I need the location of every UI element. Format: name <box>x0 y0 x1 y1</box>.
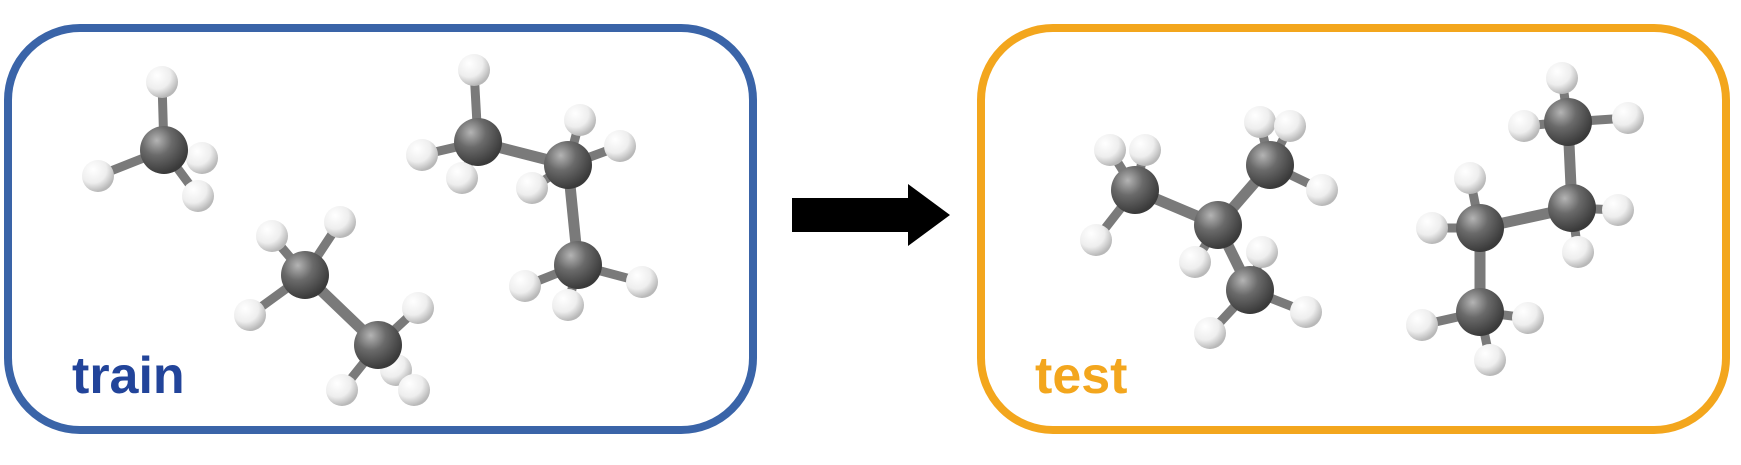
hydrogen-atom <box>1290 296 1322 328</box>
hydrogen-atom <box>1562 236 1594 268</box>
hydrogen-atom <box>402 292 434 324</box>
hydrogen-atom <box>1416 212 1448 244</box>
hydrogen-atom <box>146 66 178 98</box>
carbon-atom <box>1226 266 1274 314</box>
hydrogen-atom <box>626 266 658 298</box>
carbon-atom <box>354 321 402 369</box>
hydrogen-atom <box>516 172 548 204</box>
hydrogen-atom <box>1179 246 1211 278</box>
carbon-atom <box>1111 166 1159 214</box>
hydrogen-atom <box>324 206 356 238</box>
hydrogen-atom <box>1454 162 1486 194</box>
hydrogen-atom <box>509 270 541 302</box>
hydrogen-atom <box>234 299 266 331</box>
hydrogen-atom <box>604 130 636 162</box>
ethane-molecule <box>234 206 434 406</box>
carbon-atom <box>1456 204 1504 252</box>
hydrogen-atom <box>1194 317 1226 349</box>
train-label: train <box>72 347 185 405</box>
butane-molecule <box>1406 62 1644 376</box>
hydrogen-atom <box>446 162 478 194</box>
carbon-atom <box>554 241 602 289</box>
hydrogen-atom <box>1612 102 1644 134</box>
hydrogen-atom <box>1546 62 1578 94</box>
carbon-atom <box>1548 184 1596 232</box>
carbon-atom <box>1246 141 1294 189</box>
hydrogen-atom <box>1406 309 1438 341</box>
hydrogen-atom <box>1094 134 1126 166</box>
carbon-atom <box>544 141 592 189</box>
carbon-atom <box>1194 201 1242 249</box>
propane-molecule <box>406 54 658 321</box>
right-arrow-icon <box>792 184 950 246</box>
carbon-atom <box>140 126 188 174</box>
carbon-atom <box>281 251 329 299</box>
carbon-atom <box>1544 98 1592 146</box>
carbon-atom <box>1456 288 1504 336</box>
hydrogen-atom <box>458 54 490 86</box>
methane-molecule <box>82 66 218 212</box>
hydrogen-atom <box>1512 302 1544 334</box>
hydrogen-atom <box>564 104 596 136</box>
hydrogen-atom <box>1474 344 1506 376</box>
hydrogen-atom <box>82 160 114 192</box>
carbon-atom <box>454 118 502 166</box>
hydrogen-atom <box>1274 110 1306 142</box>
hydrogen-atom <box>552 289 584 321</box>
hydrogen-atom <box>186 142 218 174</box>
hydrogen-atom <box>406 139 438 171</box>
hydrogen-atom <box>256 220 288 252</box>
hydrogen-atom <box>398 374 430 406</box>
hydrogen-atom <box>1246 236 1278 268</box>
hydrogen-atom <box>1602 194 1634 226</box>
hydrogen-atom <box>1080 224 1112 256</box>
hydrogen-atom <box>1508 110 1540 142</box>
isobutane-molecule <box>1080 106 1338 349</box>
hydrogen-atom <box>1244 106 1276 138</box>
test-label: test <box>1035 347 1128 405</box>
hydrogen-atom <box>182 180 214 212</box>
hydrogen-atom <box>326 374 358 406</box>
hydrogen-atom <box>1306 174 1338 206</box>
hydrogen-atom <box>1129 134 1161 166</box>
